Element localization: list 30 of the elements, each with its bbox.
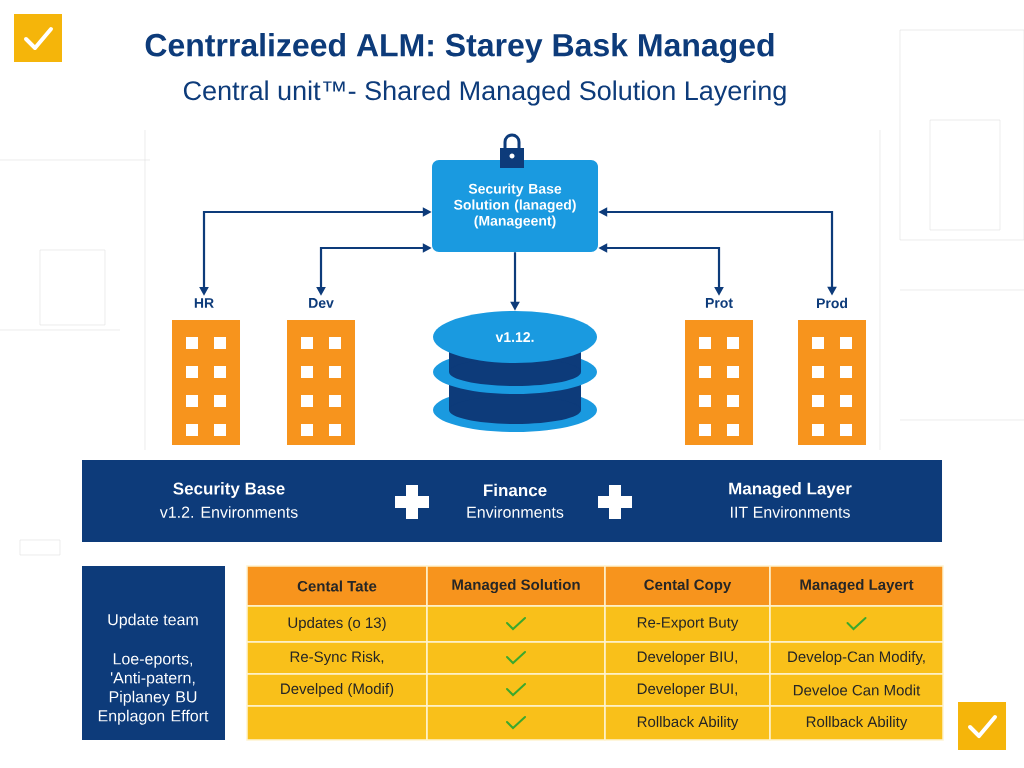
table-cell: Develped (Modif) bbox=[246, 673, 428, 707]
subtitle: Central unit™- Shared Managed Solution Layering bbox=[183, 80, 786, 106]
table-cell: Develoe Can Modit bbox=[769, 673, 944, 707]
building-label: Prot bbox=[705, 298, 733, 308]
band-text: Environments bbox=[467, 506, 564, 518]
band-heading: Security Base bbox=[173, 482, 285, 498]
box-heading: Update team bbox=[108, 613, 198, 629]
solution-box: Security Base Solution (lanaged) (Manageent) bbox=[432, 160, 598, 252]
building-label: HR bbox=[194, 298, 214, 308]
table-cell: Rollback Ability bbox=[769, 705, 944, 741]
band-text: v1.2. Environments bbox=[159, 506, 298, 518]
header-cell: Managed Solution bbox=[426, 565, 606, 607]
band-heading: Managed Layer bbox=[729, 482, 852, 498]
table-cell: Developer BIU, bbox=[604, 641, 771, 675]
header-cell: Cental Copy bbox=[604, 565, 771, 607]
table-cell: Re-Export Buty bbox=[604, 605, 771, 643]
database-cylinder: v1.12. bbox=[433, 311, 597, 432]
band-heading: Finance bbox=[484, 483, 547, 497]
building-label: Prod bbox=[817, 297, 848, 309]
title: Centrralizeed ALM: Starey Bask Managed bbox=[145, 33, 774, 63]
table-cell: Re-Sync Risk, bbox=[246, 641, 428, 675]
header-cell: Cental Tate bbox=[246, 565, 428, 607]
box-text: Loe-eports, 'Anti-patern, Piplaney BU Enplagon Effort bbox=[98, 653, 209, 725]
band-text: IIT Environments bbox=[731, 506, 850, 518]
table-cell: Updates (o 13) bbox=[246, 605, 428, 643]
table-cell: Rollback Ability bbox=[604, 705, 771, 741]
header-cell: Managed Layert bbox=[769, 565, 944, 607]
table-cell: Developer BUI, bbox=[604, 673, 771, 707]
building-label: Dev bbox=[309, 298, 334, 308]
table-cell: Develop-Can Modify, bbox=[769, 641, 944, 675]
